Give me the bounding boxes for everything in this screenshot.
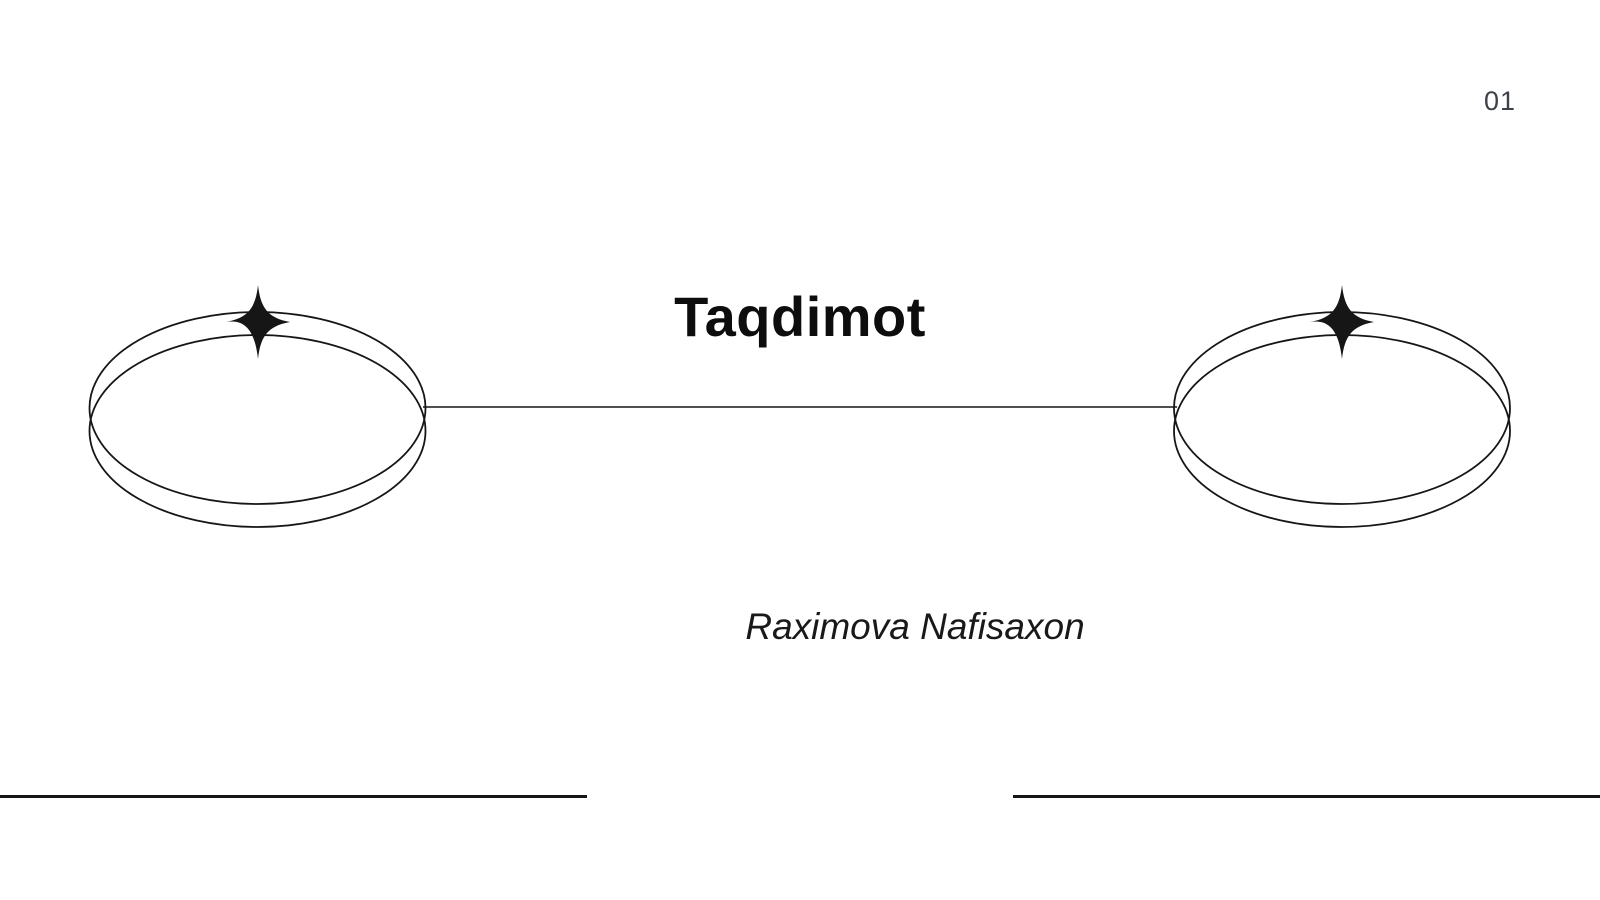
ellipse-outline bbox=[88, 334, 427, 528]
sparkle-icon bbox=[226, 285, 290, 359]
page-number: 01 bbox=[1483, 86, 1516, 116]
slide-title: Taqdimot bbox=[674, 285, 926, 348]
author-name: Raximova Nafisaxon bbox=[745, 606, 1085, 647]
ellipse-outline bbox=[1173, 334, 1511, 528]
sparkle-icon bbox=[1310, 285, 1374, 359]
